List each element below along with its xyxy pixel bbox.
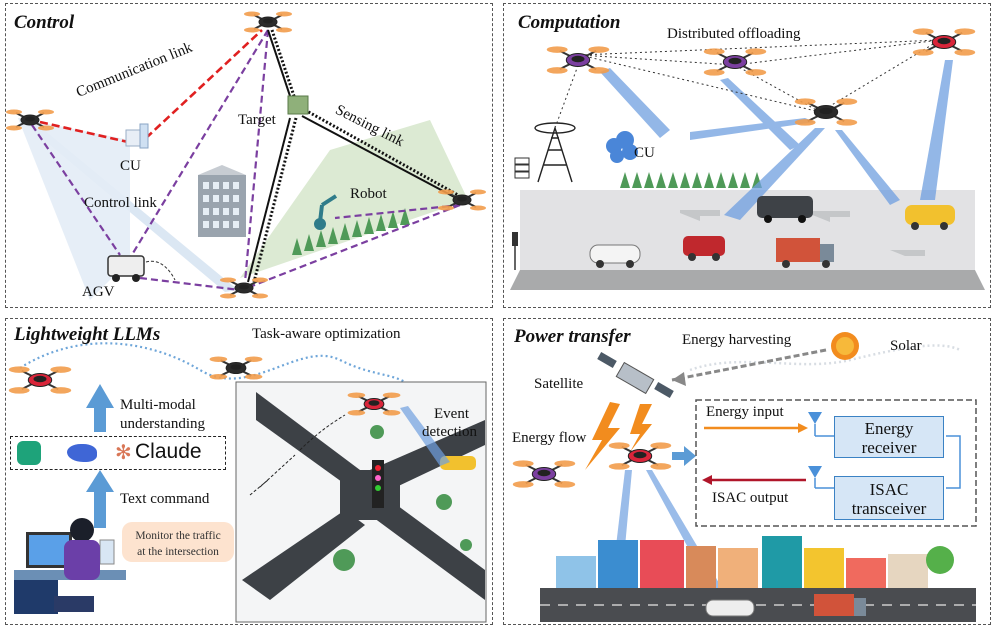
car-red-icon bbox=[683, 236, 725, 261]
agv-icon bbox=[107, 255, 176, 282]
comp-tree-row-icon bbox=[620, 172, 762, 188]
robot-arm-icon bbox=[314, 194, 338, 230]
text-command-label: Text command bbox=[120, 491, 210, 507]
computation-cu-label: CU bbox=[634, 145, 655, 161]
drone-icon bbox=[220, 277, 268, 299]
computation-panel bbox=[503, 3, 991, 308]
solar-label: Solar bbox=[890, 338, 922, 354]
building-icon bbox=[198, 165, 246, 237]
robot-label: Robot bbox=[350, 186, 387, 202]
drone-icon bbox=[347, 392, 401, 416]
deepseek-whale-icon bbox=[67, 444, 97, 462]
isac-output-label: ISAC output bbox=[712, 490, 789, 506]
upward-arrows bbox=[86, 384, 114, 528]
city-skyline bbox=[556, 536, 954, 588]
bubble-line-1: Monitor the traffic bbox=[135, 530, 221, 542]
drone-icon bbox=[912, 28, 976, 56]
claude-label: Claude bbox=[135, 440, 202, 463]
drone-icon bbox=[703, 48, 767, 76]
control-panel bbox=[5, 3, 493, 308]
energy-receiver-line-2: receiver bbox=[861, 438, 917, 457]
drone-icon bbox=[512, 460, 576, 488]
drone-icon bbox=[244, 11, 292, 33]
intersection-illustration bbox=[242, 392, 485, 600]
server-icon bbox=[514, 157, 530, 179]
computation-title: Computation bbox=[518, 12, 621, 33]
energy-receiver-line-1: Energy bbox=[864, 419, 914, 438]
car-white-icon bbox=[589, 244, 641, 268]
energy-input-label: Energy input bbox=[706, 404, 784, 420]
claude-star-icon: ✻ bbox=[115, 442, 132, 464]
llm-panel bbox=[5, 318, 493, 625]
base-station-icon bbox=[534, 122, 576, 183]
energy-flow-label: Energy flow bbox=[512, 430, 587, 446]
truck-icon bbox=[776, 238, 834, 268]
drone-icon bbox=[546, 46, 610, 74]
isac-transceiver-line-2: transceiver bbox=[851, 499, 927, 518]
drone-icon bbox=[209, 356, 263, 380]
target-label: Target bbox=[238, 112, 276, 128]
drone-icon bbox=[608, 442, 672, 470]
bubble-line-2: at the intersection bbox=[137, 546, 219, 559]
sun-icon bbox=[831, 332, 859, 360]
tree-row-icon bbox=[292, 208, 410, 255]
power-truck-icon bbox=[814, 594, 866, 616]
llm-title: Lightweight LLMs bbox=[14, 324, 161, 345]
command-bubble: Monitor the traffic at the intersection bbox=[122, 522, 234, 562]
traffic-light-icon bbox=[512, 232, 518, 270]
multimodal-label-1: Multi-modal bbox=[120, 397, 196, 413]
isac-transceiver-line-1: ISAC bbox=[869, 480, 909, 499]
control-title: Control bbox=[14, 12, 75, 33]
power-car-icon bbox=[705, 599, 755, 617]
cu-label: CU bbox=[120, 158, 141, 174]
cu-cloud-icon bbox=[606, 131, 638, 163]
event-label-2: detection bbox=[422, 424, 477, 440]
cu-computer-icon bbox=[125, 123, 149, 149]
satellite-label: Satellite bbox=[534, 376, 584, 392]
event-label-1: Event bbox=[434, 406, 469, 422]
drone-icon bbox=[6, 109, 54, 131]
power-panel bbox=[503, 318, 991, 625]
isac-transceiver-box: ISAC transceiver bbox=[834, 476, 944, 520]
task-aware-label: Task-aware optimization bbox=[252, 326, 401, 342]
user-at-desk-icon bbox=[14, 518, 126, 614]
satellite-icon bbox=[597, 352, 674, 398]
control-link-label: Control link bbox=[84, 195, 157, 211]
multimodal-label-2: understanding bbox=[120, 416, 205, 432]
energy-harvesting-label: Energy harvesting bbox=[682, 332, 792, 348]
target-icon bbox=[287, 95, 309, 115]
drone-icon bbox=[794, 98, 858, 126]
agv-label: AGV bbox=[82, 284, 115, 300]
suv-dark-icon bbox=[757, 196, 813, 223]
drone-icon bbox=[438, 189, 486, 211]
car-yellow-icon bbox=[905, 205, 955, 230]
energy-receiver-box: Energy receiver bbox=[834, 416, 944, 458]
power-title: Power transfer bbox=[514, 326, 631, 347]
distributed-offloading-label: Distributed offloading bbox=[667, 26, 801, 42]
chatgpt-icon bbox=[17, 441, 41, 465]
drone-icon bbox=[8, 366, 72, 394]
llm-model-box: ✻ Claude bbox=[10, 436, 226, 470]
